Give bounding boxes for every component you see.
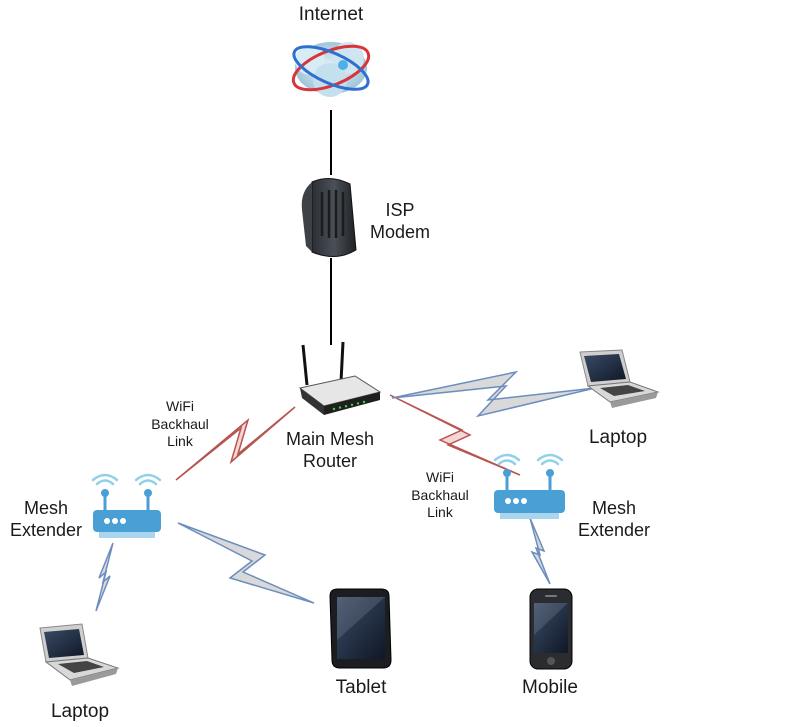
client-link-laptop-bottom-left <box>95 542 114 612</box>
client-link-laptop-top-right <box>391 370 596 418</box>
label-isp-modem: ISP Modem <box>360 200 440 243</box>
label-backhaul-left: WiFi Backhaul Link <box>140 398 220 451</box>
label-mobile: Mobile <box>522 677 578 698</box>
label-laptop-top-right: Laptop <box>588 427 648 448</box>
label-left-extender: Mesh Extender <box>0 498 92 541</box>
label-right-extender-line1: Mesh <box>591 498 636 518</box>
label-backhaul-left-line3: Link <box>167 433 193 449</box>
backhaul-link-left <box>175 406 296 481</box>
label-isp-modem-line2: Modem <box>369 221 431 242</box>
label-backhaul-right-line1: WiFi <box>426 469 454 485</box>
cloud-globe-icon <box>291 42 371 97</box>
label-backhaul-right-line2: Backhaul <box>411 486 469 503</box>
mesh-extender-icon <box>493 453 565 519</box>
label-main-router-line2: Router <box>302 450 358 471</box>
label-left-extender-line2: Extender <box>9 519 83 540</box>
tablet-icon <box>329 588 392 669</box>
laptop-icon <box>579 349 660 408</box>
label-right-extender-line2: Extender <box>577 519 651 540</box>
mobile-phone-icon <box>529 588 573 670</box>
label-backhaul-right: WiFi Backhaul Link <box>400 469 480 522</box>
mesh-extender-icon <box>91 473 162 538</box>
backhaul-link-right <box>389 394 521 476</box>
label-backhaul-left-line1: WiFi <box>166 398 194 414</box>
client-link-mobile <box>529 517 551 585</box>
laptop-icon <box>39 623 120 686</box>
label-internet: Internet <box>298 4 364 25</box>
modem-icon <box>301 178 357 257</box>
label-isp-modem-line1: ISP <box>385 200 415 220</box>
client-link-tablet <box>177 522 315 604</box>
label-main-router: Main Mesh Router <box>270 429 390 472</box>
label-tablet: Tablet <box>335 677 387 698</box>
router-icon <box>298 341 382 415</box>
label-right-extender: Mesh Extender <box>568 498 660 541</box>
label-laptop-bottom-left: Laptop <box>50 701 110 722</box>
label-backhaul-right-line3: Link <box>427 504 453 520</box>
label-left-extender-line1: Mesh <box>23 498 68 518</box>
label-main-router-line1: Main Mesh <box>285 429 375 449</box>
label-backhaul-left-line2: Backhaul <box>151 415 209 432</box>
